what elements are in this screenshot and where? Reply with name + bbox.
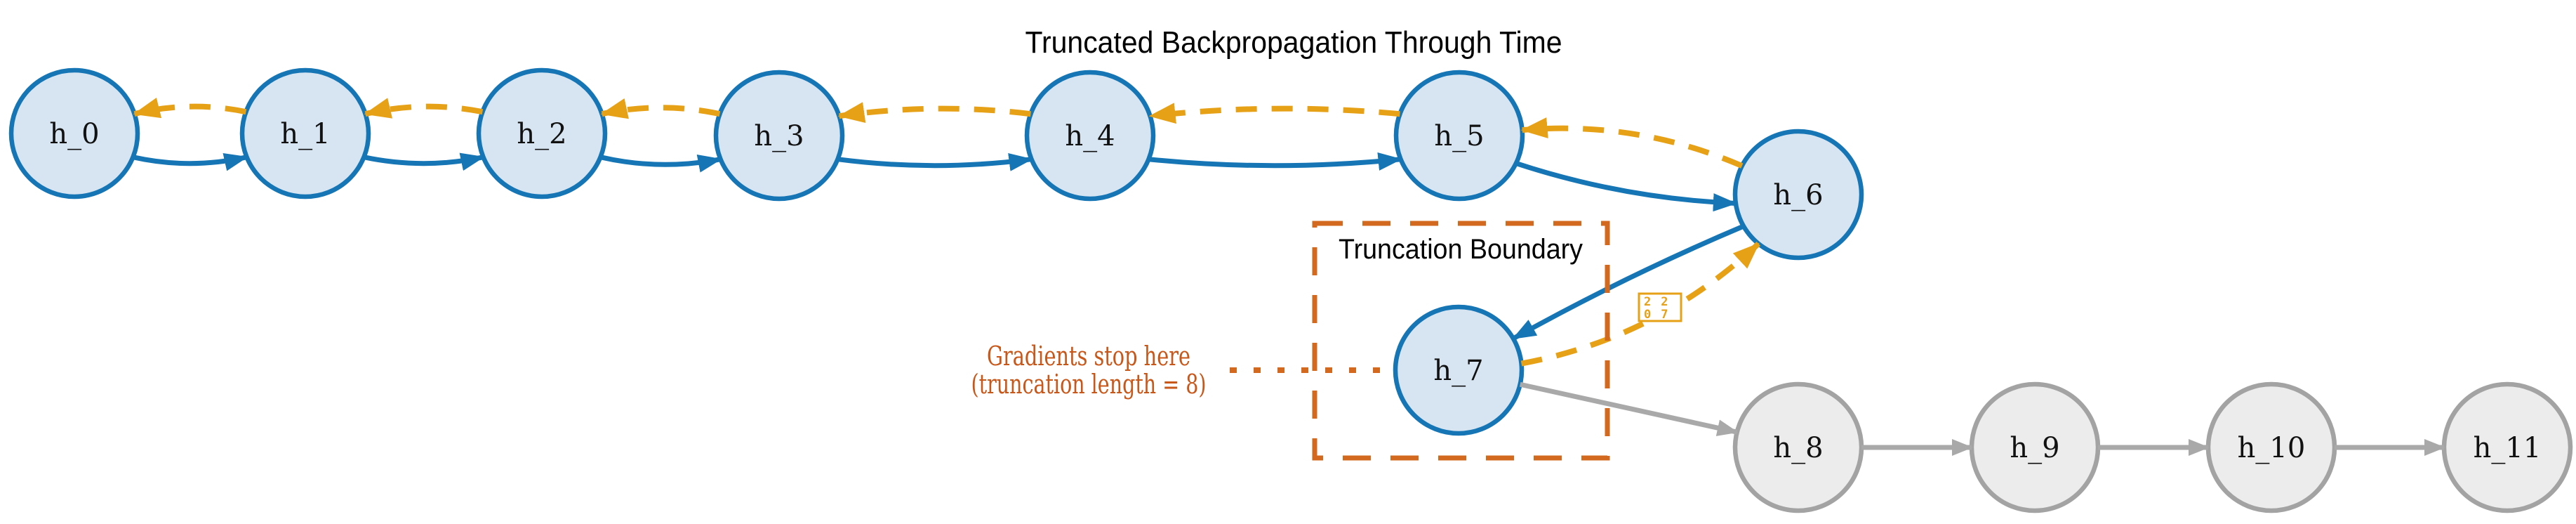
node-h_7 [1393, 304, 1525, 436]
node-h_3 [713, 70, 845, 202]
edge-backward-h_5-h_4 [1148, 103, 1400, 124]
edge-backward-h_3-h_2 [600, 98, 721, 119]
node-label-h_1: h_1 [280, 118, 330, 150]
node-label-h_8: h_8 [1773, 432, 1823, 464]
edge-forward-h_4-h_5 [1148, 152, 1402, 171]
edge-truncated-h_7-h_8 [1519, 381, 1739, 436]
edge-backward-h_4-h_3 [837, 102, 1031, 123]
node-h_4 [1024, 70, 1156, 202]
edge-forward-h_6-h_7 [1512, 223, 1745, 341]
node-label-h_2: h_2 [517, 118, 566, 150]
node-label-h_10: h_10 [2238, 432, 2306, 464]
edge-backward-h_2-h_1 [364, 98, 484, 119]
node-label-h_7: h_7 [1433, 355, 1483, 387]
missing-glyph-nabla-box: 22 07 [1638, 292, 1682, 322]
node-h_1 [239, 67, 371, 199]
edge-forward-h_0-h_1 [132, 152, 248, 171]
missing-glyph-hex-row-2: 07 [1644, 308, 1678, 322]
annotation-line-2: (truncation length = 8) [971, 369, 1207, 400]
annotation-line-1: Gradients stop here [987, 341, 1190, 372]
edge-backward-h_1-h_0 [133, 98, 247, 119]
page-title: Truncated Backpropagation Through Time [1025, 25, 1562, 60]
edge-forward-h_5-h_6 [1515, 161, 1737, 212]
truncation-boundary-box [1312, 221, 1610, 461]
node-h_2 [476, 67, 608, 199]
edge-forward-h_3-h_4 [837, 152, 1033, 171]
node-label-h_4: h_4 [1065, 120, 1115, 152]
node-label-h_11: h_11 [2474, 432, 2542, 464]
missing-glyph-hex-row-1: 22 [1644, 295, 1678, 309]
node-label-h_3: h_3 [754, 120, 804, 152]
node-label-h_5: h_5 [1434, 120, 1484, 152]
node-label-h_9: h_9 [2010, 432, 2059, 464]
edge-backward-h_7-h_6 [1520, 242, 1761, 367]
truncation-boundary-label: Truncation Boundary [1339, 234, 1583, 265]
edge-backward-h_6-h_5 [1520, 117, 1744, 169]
edge-forward-h_2-h_3 [599, 154, 722, 173]
edge-forward-h_1-h_2 [363, 152, 485, 171]
node-label-h_0: h_0 [49, 118, 99, 150]
node-label-h_6: h_6 [1773, 179, 1823, 211]
node-h_0 [8, 67, 140, 199]
